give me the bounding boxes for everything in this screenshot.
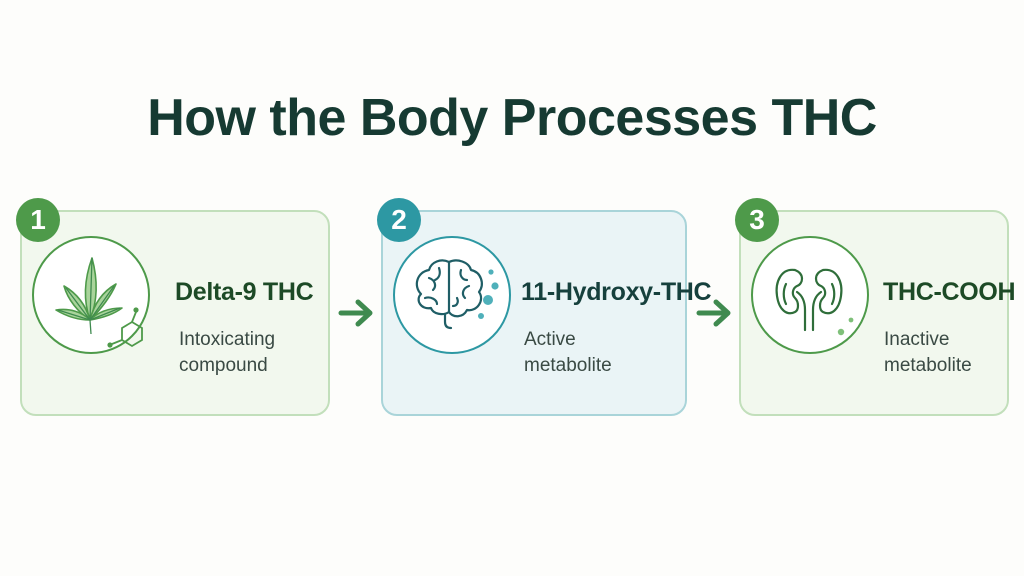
step-number-badge: 3 — [735, 198, 779, 242]
step-number-badge: 1 — [16, 198, 60, 242]
step-name: 11-Hydroxy-THC — [521, 278, 712, 306]
arrow-right-icon — [338, 299, 373, 327]
step-description: Active metabolite — [524, 329, 612, 376]
icon-frame — [393, 236, 511, 354]
brain-icon — [415, 259, 499, 330]
step-name: THC-COOH — [883, 278, 1016, 306]
step-description: Intoxicating compound — [179, 329, 276, 376]
arrow-right-icon — [696, 299, 731, 327]
step-name: Delta-9 THC — [175, 278, 314, 306]
step-description: Inactive metabolite — [884, 329, 972, 376]
icon-frame — [32, 236, 150, 354]
cannabis-leaf-icon — [55, 257, 143, 348]
icon-frame — [751, 236, 869, 354]
step-card-delta9-thc: 1 Delta-9 THC Intoxicating compoun — [16, 198, 330, 416]
step-number-badge: 2 — [377, 198, 421, 242]
kidneys-icon — [775, 268, 854, 336]
step-card-thc-cooh: 3 THC-COOH Inactive metabolite — [735, 198, 1016, 416]
step-card-11-hydroxy-thc: 2 11-Hydroxy-THC Active metabolite — [377, 198, 712, 416]
page-title: How the Body Processes THC — [147, 89, 877, 147]
